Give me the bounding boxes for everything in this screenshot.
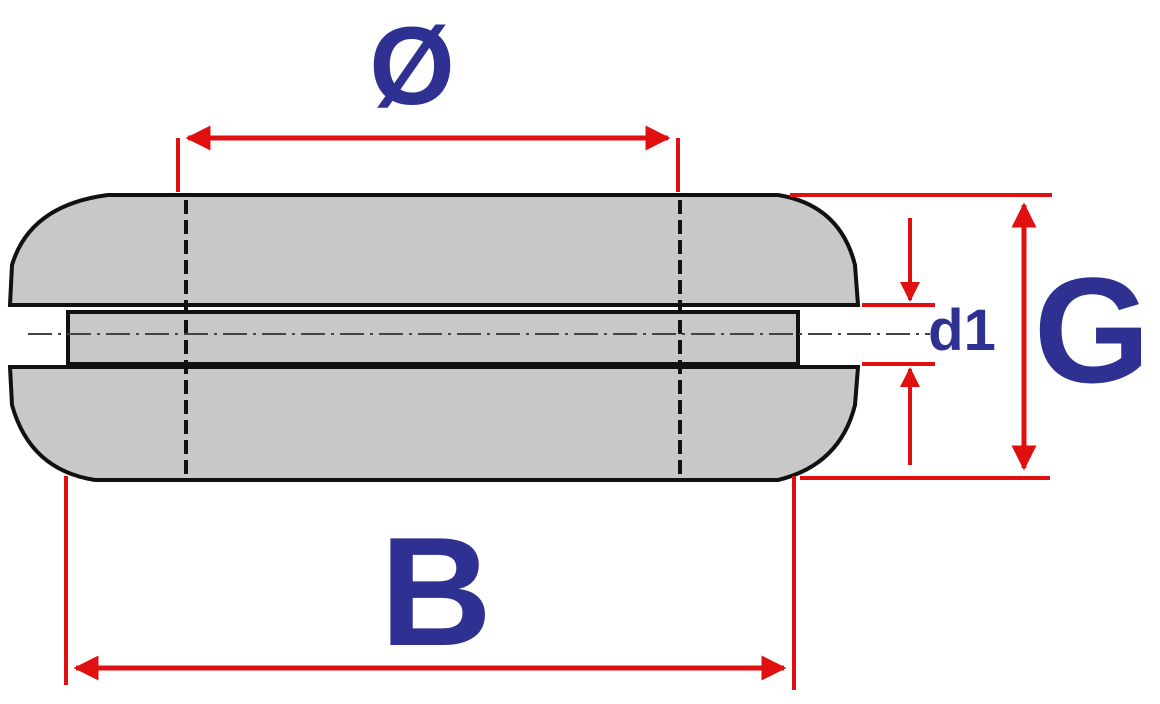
width-dimension	[64, 476, 796, 690]
width-label: B	[380, 505, 492, 678]
groove-label: d1	[928, 298, 996, 363]
height-dimension	[790, 193, 1052, 480]
lower-flange	[7, 365, 861, 482]
height-label: G	[1034, 246, 1151, 414]
groove-dimension	[862, 218, 935, 465]
grommet-body	[7, 193, 861, 482]
upper-flange	[7, 193, 861, 307]
groove-web	[66, 310, 800, 366]
diameter-label: Ø	[369, 5, 455, 128]
diameter-dimension	[176, 125, 680, 192]
